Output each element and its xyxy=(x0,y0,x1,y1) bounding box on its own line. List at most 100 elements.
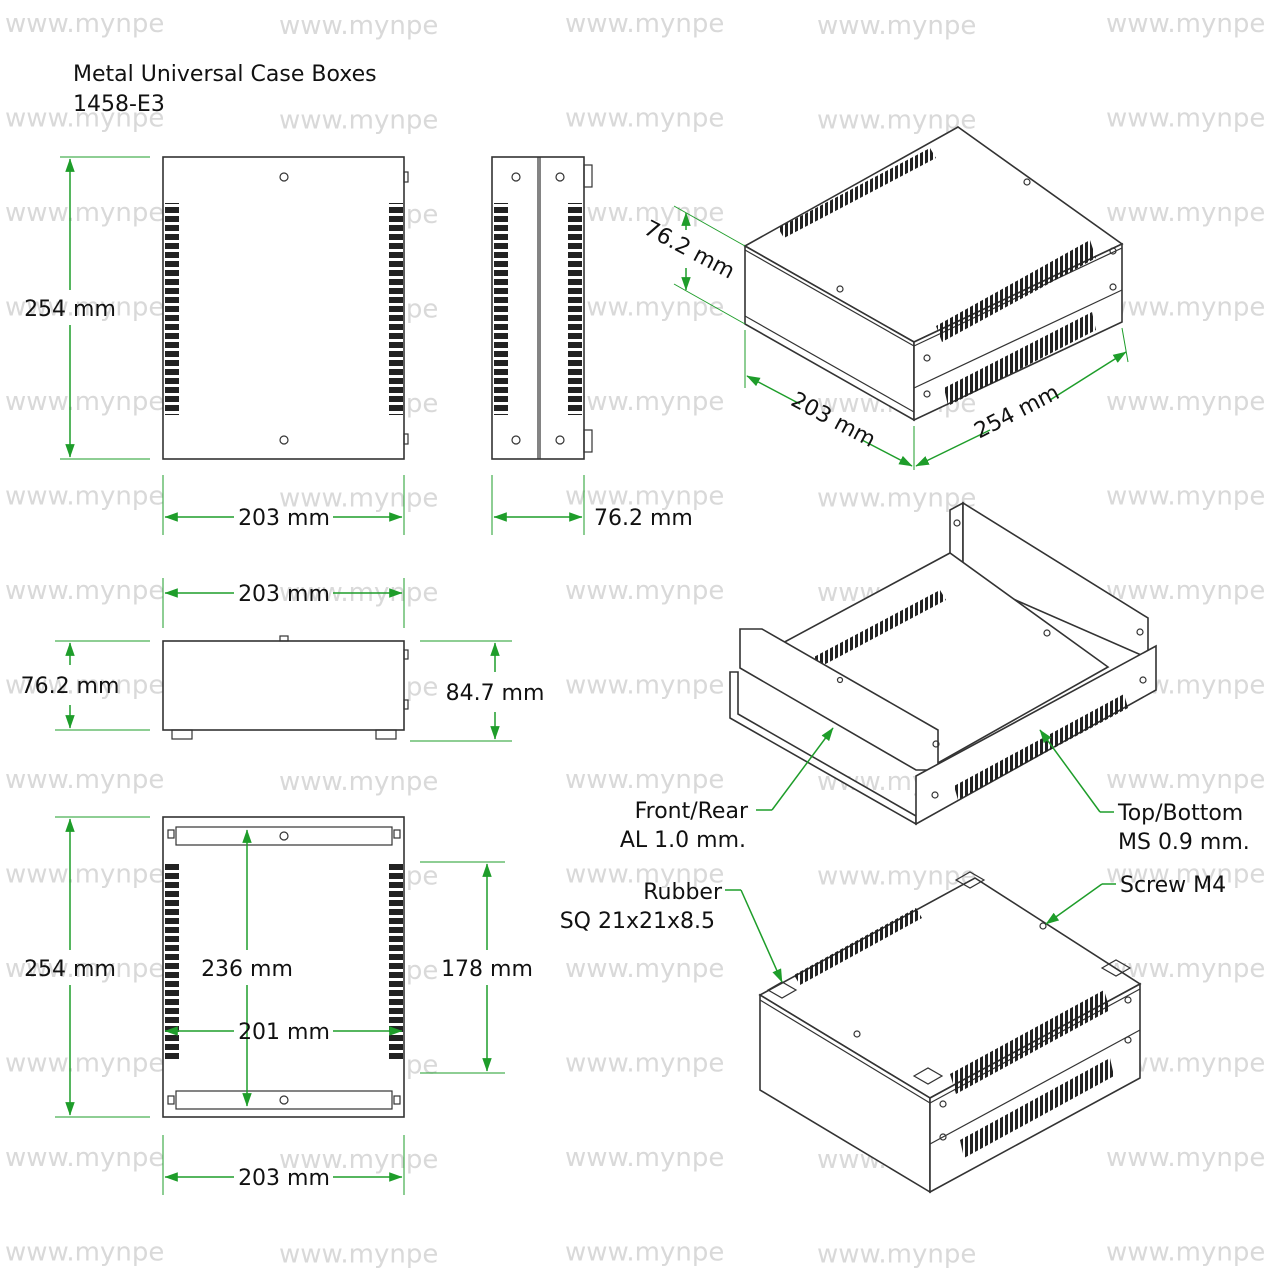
screw-icon xyxy=(923,390,931,398)
top-bottom-material-label: MS 0.9 mm. xyxy=(1118,830,1250,855)
inner-view-dimensions xyxy=(55,816,505,1195)
vent-side-upper xyxy=(936,240,1096,342)
screw-icon xyxy=(953,519,961,527)
watermark-text: www.mynpe xyxy=(5,576,164,606)
watermark-text: www.mynpe xyxy=(1106,860,1265,890)
rubber-foot xyxy=(1100,959,1132,977)
watermark-text: www.mynpe xyxy=(279,11,438,41)
screw-icon xyxy=(279,1095,289,1105)
screw-icon xyxy=(939,1100,947,1108)
watermark-text: www.mynpe xyxy=(565,293,724,323)
watermark-text: www.mynpe xyxy=(1106,482,1265,512)
watermark-text: www.mynpe xyxy=(279,484,438,514)
vent-right xyxy=(389,862,403,1060)
watermark-text: www.mynpe xyxy=(5,198,164,228)
watermark-text: www.mynpe xyxy=(5,482,164,512)
top-view-width-label: 203 mm xyxy=(238,506,330,531)
watermark-text: www.mynpe xyxy=(279,767,438,797)
watermark-text: www.mynpe xyxy=(5,293,164,323)
screw-label: Screw M4 xyxy=(1120,873,1226,898)
watermark-text: www.mynpe xyxy=(5,104,164,134)
watermark-text: www.mynpe xyxy=(1106,198,1265,228)
exploded-view-leaders xyxy=(756,727,1114,813)
watermark-text: www.mynpe xyxy=(817,11,976,41)
watermark-text: www.mynpe xyxy=(5,1238,164,1268)
watermark-text: www.mynpe xyxy=(5,671,164,701)
watermark-text: www.mynpe xyxy=(1106,576,1265,606)
screw-icon xyxy=(836,285,844,293)
watermark-text: www.mynpe xyxy=(1106,9,1265,39)
screw-icon xyxy=(836,676,844,684)
inner-view-inner-length-label: 236 mm xyxy=(201,957,293,982)
vent-top xyxy=(778,148,936,238)
front-view xyxy=(162,635,409,740)
vent-right xyxy=(389,203,403,415)
screw-icon xyxy=(555,435,565,445)
inner-view-height-label: 254 mm xyxy=(24,957,116,982)
front-view-dimensions xyxy=(55,578,512,742)
watermark-text: www.mynpe xyxy=(565,1143,724,1173)
watermark-text: www.mynpe xyxy=(565,576,724,606)
screw-icon xyxy=(923,354,931,362)
inner-view-span-label: 178 mm xyxy=(441,957,533,982)
watermark-text: www.mynpe xyxy=(565,387,724,417)
watermark-text: www.mynpe xyxy=(279,1145,438,1175)
title-line-2: 1458-E3 xyxy=(73,92,165,117)
screw-icon xyxy=(1023,178,1031,186)
vent-bottom xyxy=(794,908,922,985)
vent-side xyxy=(954,694,1128,800)
front-view-width-label: 203 mm xyxy=(238,582,330,607)
rubber-foot xyxy=(912,1067,944,1085)
screw-icon xyxy=(279,831,289,841)
front-view-height-label: 76.2 mm xyxy=(21,674,120,699)
screw-icon xyxy=(939,1133,947,1141)
screw-icon xyxy=(1043,629,1051,637)
watermark-text: www.mynpe xyxy=(565,860,724,890)
vent-left xyxy=(165,862,179,1060)
front-view-height-with-feet-label: 84.7 mm xyxy=(446,681,545,706)
rubber-foot xyxy=(583,429,593,453)
front-rear-material-label: AL 1.0 mm. xyxy=(620,828,746,853)
screw-icon xyxy=(853,1030,861,1038)
iso-view-depth-label: 254 mm xyxy=(970,380,1063,444)
side-view-depth-label: 76.2 mm xyxy=(594,506,693,531)
watermark-text: www.mynpe xyxy=(817,484,976,514)
title-line-1: Metal Universal Case Boxes xyxy=(73,62,377,87)
watermark-text: www.mynpe xyxy=(279,1240,438,1270)
watermark-text: www.mynpe xyxy=(5,1143,164,1173)
top-view-height-label: 254 mm xyxy=(24,297,116,322)
screw-icon xyxy=(279,172,289,182)
top-view xyxy=(162,156,409,460)
screw-icon xyxy=(1124,996,1132,1004)
watermark-text: www.mynpe xyxy=(565,482,724,512)
watermark-text: www.mynpe xyxy=(565,104,724,134)
watermark-text: www.mynpe xyxy=(5,387,164,417)
screw-icon xyxy=(511,172,521,182)
bottom-iso-view xyxy=(758,871,1142,1194)
watermark-text: www.mynpe xyxy=(1106,1238,1265,1268)
vent-left xyxy=(165,203,179,415)
rubber-label: Rubber xyxy=(643,880,723,905)
inner-view-width-label: 203 mm xyxy=(238,1166,330,1191)
vent-side-lower xyxy=(960,1058,1114,1158)
rubber-foot xyxy=(375,729,397,740)
screw-icon xyxy=(931,791,939,799)
watermark-text: www.mynpe xyxy=(565,954,724,984)
watermark-text: www.mynpe xyxy=(5,765,164,795)
front-rear-label: Front/Rear xyxy=(635,799,749,824)
iso-view-dimensions xyxy=(673,205,1129,470)
watermark-text: www.mynpe xyxy=(565,198,724,228)
rubber-size-label: SQ 21x21x8.5 xyxy=(560,909,715,934)
watermark-text: www.mynpe xyxy=(5,9,164,39)
screw-icon xyxy=(511,435,521,445)
vent-right xyxy=(568,203,582,415)
iso-view xyxy=(743,126,1124,422)
inner-view-inner-width-label: 201 mm xyxy=(238,1020,330,1045)
top-view-dimensions xyxy=(60,156,405,535)
top-bottom-label: Top/Bottom xyxy=(1117,801,1243,826)
watermark-text: www.mynpe xyxy=(5,954,164,984)
screw-icon xyxy=(1109,247,1117,255)
watermark-text: www.mynpe xyxy=(817,106,976,136)
watermark-text: www.mynpe xyxy=(565,9,724,39)
